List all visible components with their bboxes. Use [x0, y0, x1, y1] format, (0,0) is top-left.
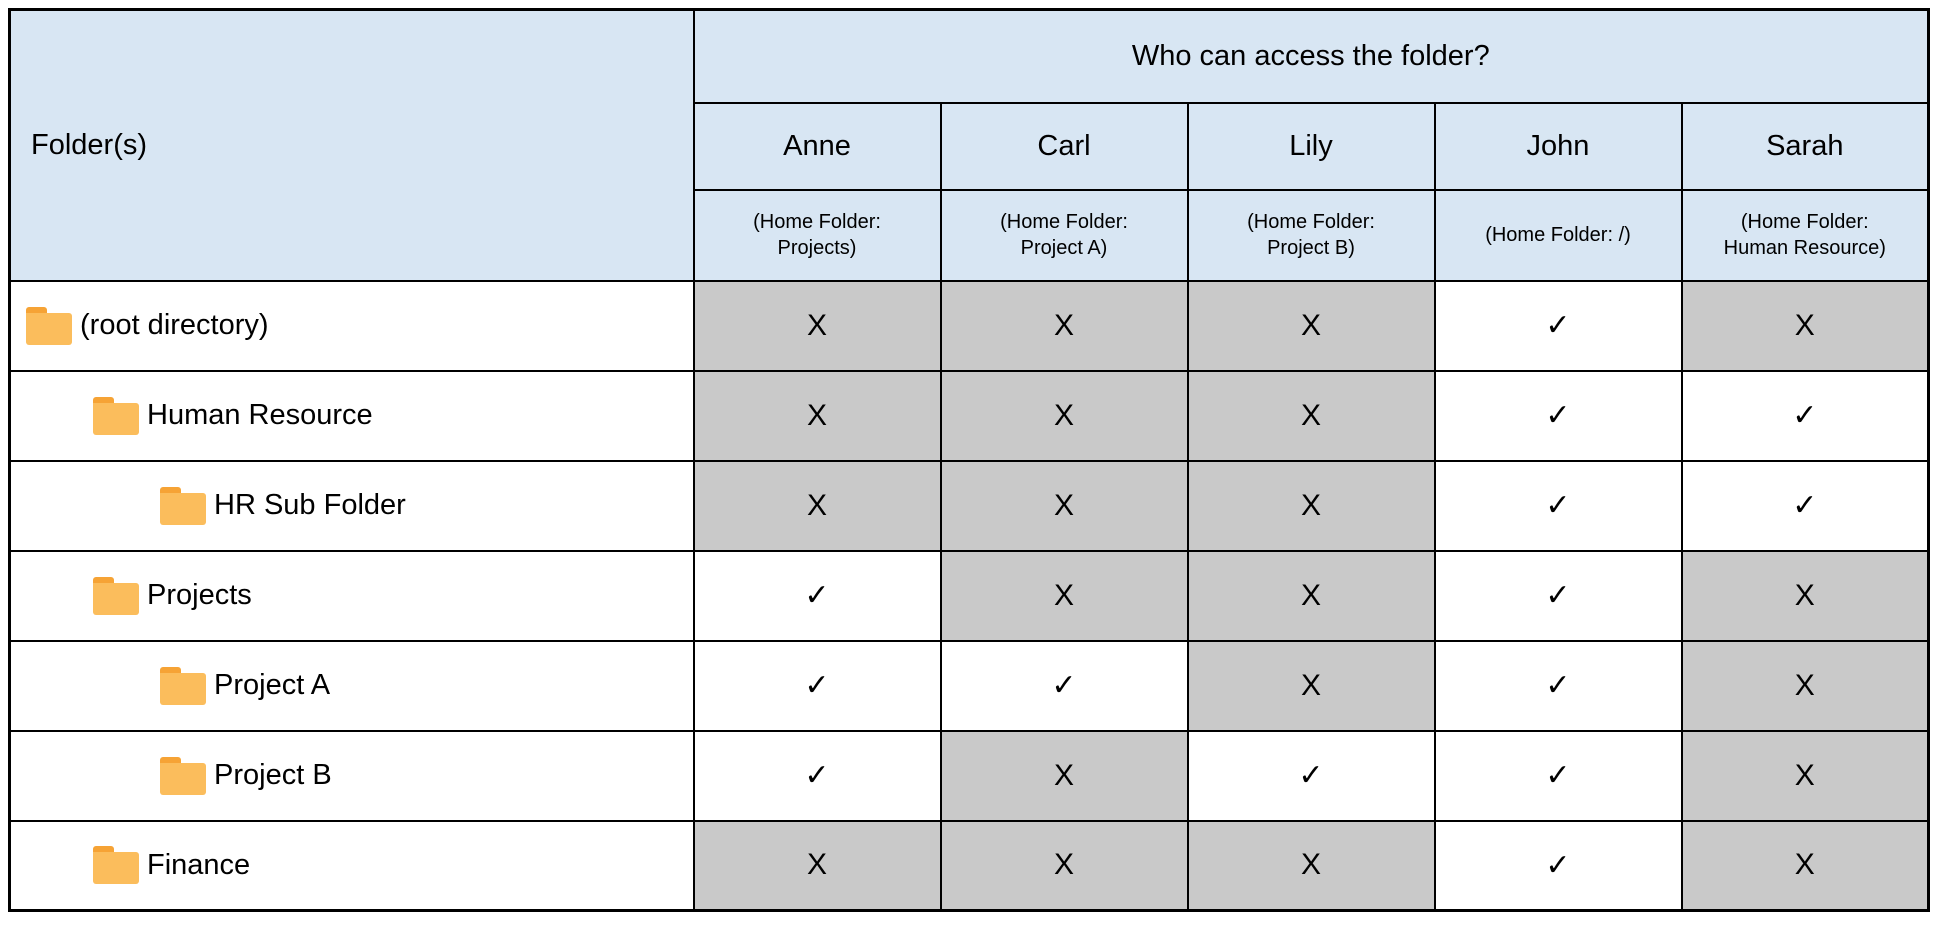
- home-folder-line: Project B): [1267, 237, 1355, 259]
- access-denied-cell: X: [939, 459, 1189, 552]
- user-home-folder-header: (Home Folder: Project A): [939, 188, 1189, 282]
- user-home-folder-header: (Home Folder: /): [1433, 188, 1683, 282]
- folder-label: HR Sub Folder: [11, 486, 693, 525]
- folder-name: Human Resource: [147, 399, 373, 431]
- home-folder-line: Projects): [777, 237, 857, 259]
- folders-column-header: Folder(s): [8, 8, 695, 282]
- access-denied-cell: X: [1680, 639, 1930, 732]
- home-folder-line: (Home Folder:: [1000, 211, 1128, 233]
- home-folder-line: (Home Folder:: [1740, 211, 1869, 233]
- folder-icon: [160, 666, 206, 705]
- access-denied-cell: X: [939, 369, 1189, 462]
- user-column-header: Lily: [1186, 101, 1436, 191]
- folder-name: Project B: [214, 759, 332, 791]
- access-allowed-cell: ✓: [692, 639, 942, 732]
- access-denied-cell: X: [1186, 639, 1436, 732]
- access-denied-cell: X: [1186, 819, 1436, 912]
- access-allowed-cell: ✓: [1680, 369, 1930, 462]
- folder-label: (root directory): [11, 306, 693, 345]
- access-denied-cell: X: [1186, 549, 1436, 642]
- folder-cell: Project B: [8, 729, 695, 822]
- folder-icon: [93, 846, 139, 885]
- access-denied-cell: X: [939, 549, 1189, 642]
- table-row: Project A✓✓X✓X: [8, 639, 1930, 732]
- folder-cell: Project A: [8, 639, 695, 732]
- home-folder-line: (Home Folder:: [1247, 211, 1375, 233]
- user-column-header: Anne: [692, 101, 942, 191]
- home-folder-line: (Home Folder: /): [1485, 224, 1631, 246]
- folder-name: Project A: [214, 669, 331, 701]
- folder-name: HR Sub Folder: [214, 489, 406, 521]
- access-allowed-cell: ✓: [692, 549, 942, 642]
- access-allowed-cell: ✓: [1433, 549, 1683, 642]
- folder-cell: Finance: [8, 819, 695, 912]
- home-folder-line: Project A): [1020, 237, 1108, 259]
- access-allowed-cell: ✓: [939, 639, 1189, 732]
- access-allowed-cell: ✓: [1433, 369, 1683, 462]
- table-header: Folder(s) Who can access the folder? Ann…: [8, 8, 1930, 282]
- access-denied-cell: X: [692, 819, 942, 912]
- folder-label: Project B: [11, 756, 693, 795]
- folder-cell: HR Sub Folder: [8, 459, 695, 552]
- access-denied-cell: X: [692, 459, 942, 552]
- folder-access-table: Folder(s) Who can access the folder? Ann…: [8, 8, 1931, 912]
- access-denied-cell: X: [939, 279, 1189, 372]
- folder-cell: Projects: [8, 549, 695, 642]
- access-denied-cell: X: [692, 369, 942, 462]
- access-denied-cell: X: [939, 819, 1189, 912]
- user-column-header: Sarah: [1680, 101, 1930, 191]
- access-allowed-cell: ✓: [1186, 729, 1436, 822]
- folder-icon: [93, 576, 139, 615]
- folder-icon: [93, 396, 139, 435]
- folder-cell: (root directory): [8, 279, 695, 372]
- user-column-header: John: [1433, 101, 1683, 191]
- access-denied-cell: X: [1186, 279, 1436, 372]
- access-denied-cell: X: [1680, 729, 1930, 822]
- folder-label: Project A: [11, 666, 693, 705]
- access-denied-cell: X: [939, 729, 1189, 822]
- table-row: Project B✓X✓✓X: [8, 729, 1930, 822]
- access-allowed-cell: ✓: [692, 729, 942, 822]
- folder-name: (root directory): [80, 309, 269, 341]
- access-allowed-cell: ✓: [1433, 729, 1683, 822]
- folder-name: Projects: [147, 579, 252, 611]
- access-denied-cell: X: [1186, 369, 1436, 462]
- folder-label: Human Resource: [11, 396, 693, 435]
- access-allowed-cell: ✓: [1433, 279, 1683, 372]
- folder-icon: [160, 486, 206, 525]
- folder-icon: [26, 306, 72, 345]
- access-allowed-cell: ✓: [1680, 459, 1930, 552]
- access-allowed-cell: ✓: [1433, 459, 1683, 552]
- home-folder-line: Human Resource): [1723, 237, 1886, 259]
- access-allowed-cell: ✓: [1433, 819, 1683, 912]
- user-home-folder-header: (Home Folder: Human Resource): [1680, 188, 1930, 282]
- access-denied-cell: X: [1680, 819, 1930, 912]
- user-home-folders-row: (Home Folder: Projects) (Home Folder: Proje…: [10, 188, 1930, 282]
- folder-name: Finance: [147, 848, 251, 881]
- folder-cell: Human Resource: [8, 369, 695, 462]
- home-folder-line: (Home Folder:: [753, 211, 881, 233]
- user-home-folder-header: (Home Folder: Projects): [692, 188, 942, 282]
- access-allowed-cell: ✓: [1433, 639, 1683, 732]
- folder-label: Projects: [11, 576, 693, 615]
- access-denied-cell: X: [1680, 279, 1930, 372]
- access-question-row: Folder(s) Who can access the folder?: [8, 8, 1930, 282]
- folder-icon: [160, 756, 206, 795]
- access-denied-cell: X: [1680, 549, 1930, 642]
- access-denied-cell: X: [692, 279, 942, 372]
- folder-label: Finance: [11, 846, 693, 885]
- access-question-header: Who can access the folder?: [692, 8, 1930, 104]
- user-home-folder-header: (Home Folder: Project B): [1186, 188, 1436, 282]
- user-column-header: Carl: [939, 101, 1189, 191]
- access-denied-cell: X: [1186, 459, 1436, 552]
